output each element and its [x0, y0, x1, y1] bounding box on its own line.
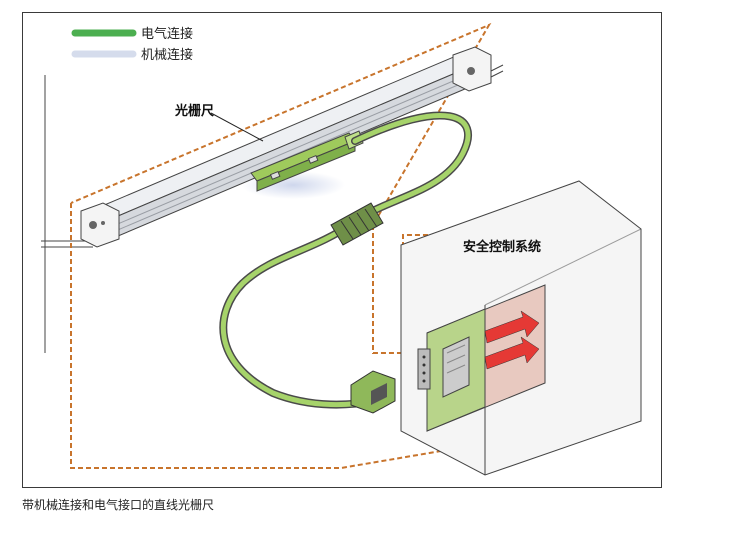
- control-cabinet: [400, 180, 642, 476]
- linear-scale: [80, 46, 492, 248]
- legend-electrical-label: 电气连接: [141, 26, 193, 42]
- cable-connector: [330, 202, 384, 246]
- legend: 电气连接 机械连接: [71, 26, 193, 63]
- dsub-connector: [350, 370, 396, 414]
- scale-label: 光栅尺: [174, 103, 214, 119]
- figure-caption: 带机械连接和电气接口的直线光栅尺: [22, 498, 215, 512]
- diagram-frame: 电气连接 机械连接: [22, 12, 662, 488]
- scale-leader-line: [210, 112, 264, 142]
- diagram-canvas: 电气连接 机械连接: [41, 22, 642, 476]
- safety-system-label: 安全控制系统: [463, 239, 541, 255]
- dashed-outline: [70, 22, 619, 469]
- legend-mechanical-label: 机械连接: [141, 47, 193, 63]
